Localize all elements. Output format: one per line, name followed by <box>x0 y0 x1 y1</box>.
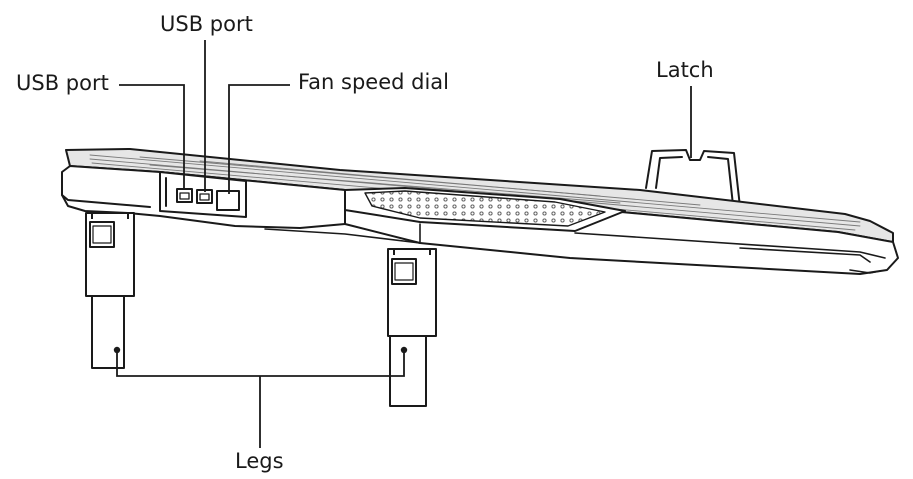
vent-grille <box>364 190 606 227</box>
cooling-pad-body <box>61 148 899 275</box>
fan-speed-dial <box>216 190 240 211</box>
leg-left <box>85 212 135 369</box>
label-legs: Legs <box>235 449 284 473</box>
label-fan-speed-dial: Fan speed dial <box>298 70 449 94</box>
callout-fan-speed-dial <box>228 84 290 194</box>
label-usb-port-top: USB port <box>160 12 253 36</box>
callout-lines <box>116 40 692 448</box>
callout-legs <box>116 350 405 448</box>
label-latch: Latch <box>656 58 714 82</box>
leg-right <box>387 248 437 407</box>
legs-dot-right <box>400 346 408 354</box>
callout-usb-port-left <box>119 84 185 190</box>
legs-dot-left <box>113 346 121 354</box>
label-usb-port-left: USB port <box>16 71 109 95</box>
